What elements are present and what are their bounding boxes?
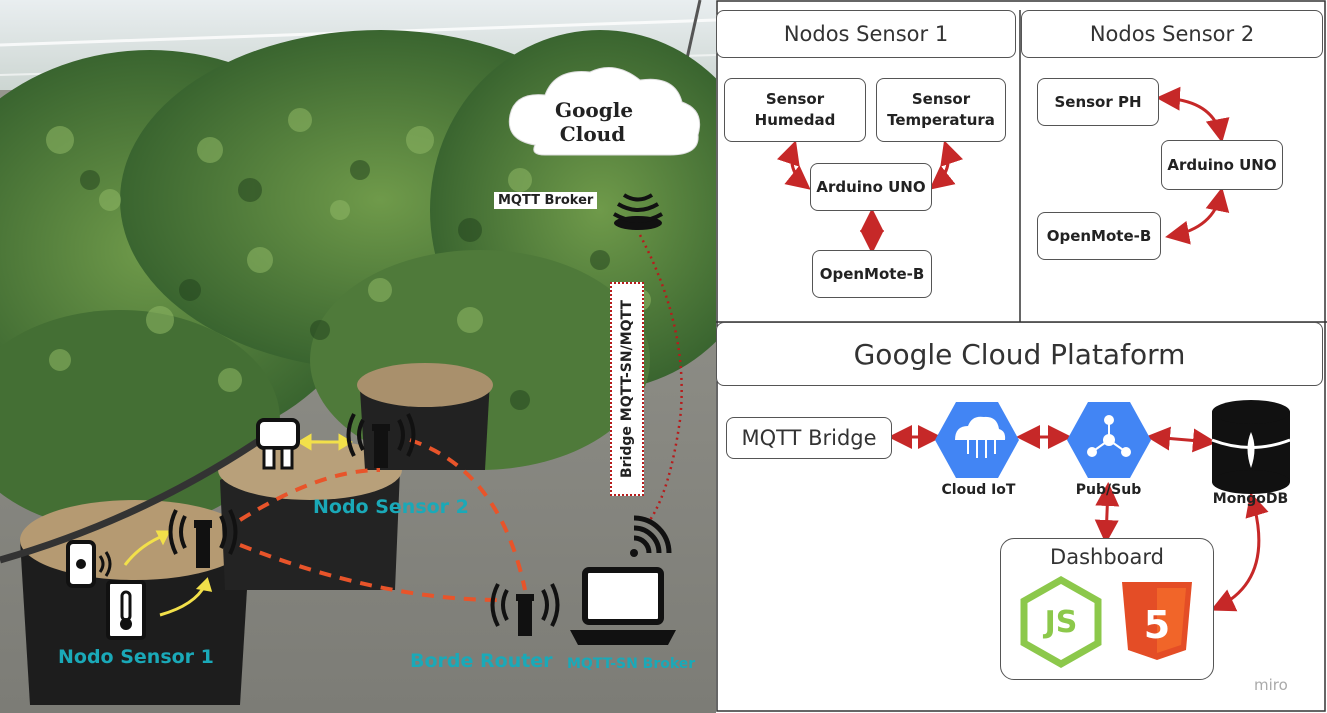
pubsub-icon <box>1067 402 1151 478</box>
svg-text:JS: JS <box>1043 605 1078 640</box>
antenna-tower-icon <box>490 583 560 636</box>
sensor-temperatura-line2: Temperatura <box>887 111 995 129</box>
borde-router-label: Borde Router <box>410 650 553 672</box>
phone-sensor-icon <box>66 540 112 588</box>
cloud-iot-icon <box>935 402 1019 478</box>
sensor-temperatura-node: Sensor Temperatura <box>876 78 1006 142</box>
mqtt-bridge-node: MQTT Bridge <box>726 417 892 459</box>
sensor-temperatura-line1: Sensor <box>911 90 971 108</box>
pubsub-label: Pub/Sub <box>1075 482 1142 498</box>
cloud-label: Google Cloud <box>555 98 634 146</box>
dashboard-title: Dashboard <box>1050 545 1164 569</box>
cloud-label-line2: Cloud <box>559 122 626 146</box>
antenna-tower-icon <box>168 509 238 568</box>
gcp-title: Google Cloud Plataform <box>716 322 1323 386</box>
nodos-sensor-1-title: Nodos Sensor 1 <box>716 10 1016 58</box>
arduino-uno-node-2: Arduino UNO <box>1161 140 1283 190</box>
sensor-humedad-line2: Humedad <box>754 111 836 129</box>
laptop-icon <box>570 567 676 645</box>
arduino-uno-node-1: Arduino UNO <box>810 163 932 211</box>
bridge-label: Bridge MQTT-SN/MQTT <box>619 300 635 478</box>
bridge-label-box: Bridge MQTT-SN/MQTT <box>610 282 644 496</box>
sensor-humedad-node: Sensor Humedad <box>724 78 866 142</box>
mongodb-label: MongoDB <box>1212 491 1289 507</box>
nodo-sensor-2-label: Nodo Sensor 2 <box>313 496 469 518</box>
wifi-icon <box>630 515 672 557</box>
mqttsn-broker-label: MQTT-SN Broker <box>567 656 696 672</box>
connections-overlay <box>66 67 701 645</box>
field-photo: Google Cloud MQTT Broker Bridge MQTT-SN/… <box>0 0 716 713</box>
database-icon <box>1211 400 1291 494</box>
html5-icon: 5 <box>1122 582 1192 660</box>
openmote-b-node-1: OpenMote-B <box>812 250 932 298</box>
thermometer-icon <box>106 580 146 640</box>
sensor-humedad-line1: Sensor <box>765 90 825 108</box>
nodo-sensor-1-label: Nodo Sensor 1 <box>58 646 214 668</box>
openmote-b-node-2: OpenMote-B <box>1037 212 1161 260</box>
antenna-tower-icon <box>346 413 416 468</box>
nodos-sensor-2-title: Nodos Sensor 2 <box>1021 10 1323 58</box>
svg-text:5: 5 <box>1144 603 1170 647</box>
dashboard-icons-overlay: JS 5 <box>1020 575 1192 669</box>
wifi-broadcast-icon <box>612 193 664 230</box>
sensor-ph-node: Sensor PH <box>1037 78 1159 126</box>
miro-watermark: miro <box>1254 676 1288 694</box>
ph-probe-icon <box>256 418 300 470</box>
cloud-label-line1: Google <box>555 98 634 122</box>
cloud-iot-label: Cloud IoT <box>941 482 1016 498</box>
nodejs-icon: JS <box>1020 575 1102 669</box>
cloud-icon <box>508 67 701 156</box>
mqtt-broker-label: MQTT Broker <box>494 192 598 209</box>
